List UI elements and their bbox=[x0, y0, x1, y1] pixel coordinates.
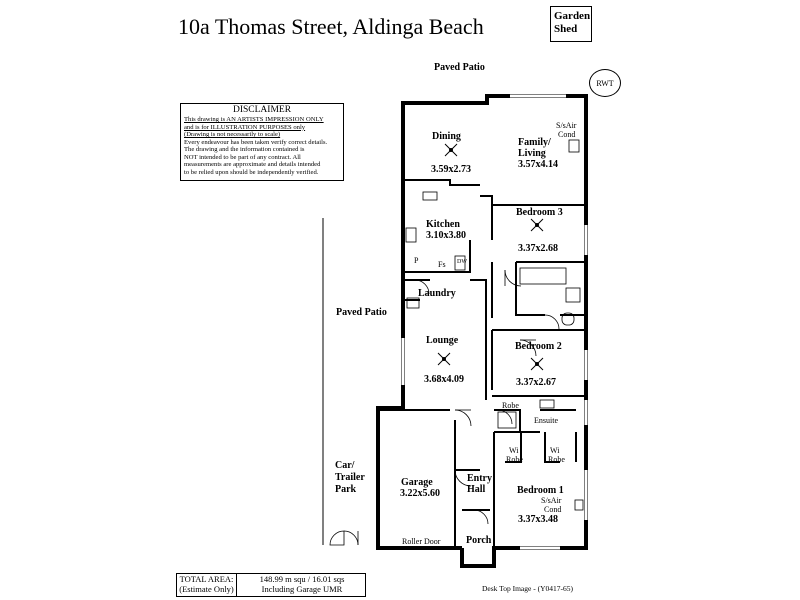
lounge-size: 3.68x4.09 bbox=[424, 374, 464, 385]
roller-door-label: Roller Door bbox=[402, 537, 441, 546]
dining-size: 3.59x2.73 bbox=[431, 164, 471, 175]
family-label-1: Family/ bbox=[518, 137, 551, 148]
wi-robe-left-2: Robe bbox=[506, 455, 523, 464]
bedroom3-size: 3.37x2.68 bbox=[518, 243, 558, 254]
paved-patio-top-label: Paved Patio bbox=[434, 62, 485, 73]
garage-size: 3.22x5.60 bbox=[400, 488, 440, 499]
disclaimer-line3: (Drawing is not necessarily to scale) bbox=[184, 131, 281, 138]
disclaimer-line8: to be relied upon should be independentl… bbox=[184, 168, 319, 176]
car-park-line2: Trailer bbox=[335, 472, 365, 483]
fixtures bbox=[385, 94, 588, 550]
bedroom2-size: 3.37x2.67 bbox=[516, 377, 556, 388]
footer-image-id: Desk Top Image - (Y0417-65) bbox=[482, 584, 573, 593]
laundry-label: Laundry bbox=[418, 288, 456, 299]
aircon-bed1-1: S/sAir bbox=[541, 496, 562, 505]
dining-label: Dining bbox=[432, 131, 461, 142]
bedroom2-label: Bedroom 2 bbox=[515, 341, 562, 352]
porch-label: Porch bbox=[466, 535, 492, 546]
wi-robe-right-2: Robe bbox=[548, 455, 565, 464]
bedroom3-label: Bedroom 3 bbox=[516, 207, 563, 218]
disclaimer-line6: NOT intended to be part of any contract.… bbox=[184, 153, 301, 161]
kitchen-size: 3.10x3.80 bbox=[426, 230, 466, 241]
entry-label-2: Hall bbox=[467, 484, 486, 495]
page-title: 10a Thomas Street, Aldinga Beach bbox=[178, 14, 484, 39]
kitchen-label: Kitchen bbox=[426, 219, 460, 230]
garden-shed-line2: Shed bbox=[554, 23, 578, 35]
total-area-values: 148.99 m squ / 16.01 sqs Including Garag… bbox=[239, 574, 365, 596]
disclaimer-line4: Every endeavour has been taken verify co… bbox=[184, 138, 328, 146]
family-label-2: Living bbox=[518, 148, 546, 159]
ensuite-label: Ensuite bbox=[534, 416, 558, 425]
paved-patio-side-label: Paved Patio bbox=[336, 307, 387, 318]
dishwasher-label: DW bbox=[457, 259, 467, 265]
garden-shed-line1: Garden bbox=[554, 10, 591, 22]
pantry-label: P bbox=[414, 256, 419, 265]
car-trailer-park-label: Car/ Trailer Park bbox=[335, 460, 365, 496]
aircon-top-1: S/sAir bbox=[556, 121, 577, 130]
rainwater-tank: RWT bbox=[589, 69, 621, 97]
car-park-line1: Car/ bbox=[335, 460, 355, 471]
disclaimer-line5: The drawing and the information containe… bbox=[184, 146, 305, 153]
robe-label: Robe bbox=[502, 401, 519, 410]
disclaimer-line7: measurements are approximate and details… bbox=[184, 161, 321, 168]
garage-label: Garage bbox=[401, 477, 433, 488]
car-park-line3: Park bbox=[335, 484, 357, 495]
bedroom1-size: 3.37x3.48 bbox=[518, 514, 558, 525]
entry-label-1: Entry bbox=[467, 473, 492, 484]
wi-robe-right-1: Wi bbox=[550, 446, 560, 455]
wi-robe-left-1: Wi bbox=[509, 446, 519, 455]
total-area-value: 148.99 m squ / 16.01 sqs bbox=[259, 574, 345, 584]
total-area-box: TOTAL AREA: (Estimate Only) 148.99 m squ… bbox=[176, 573, 366, 597]
ceiling-fans bbox=[437, 143, 544, 371]
garden-shed-label: Garden Shed bbox=[550, 6, 592, 42]
lounge-label: Lounge bbox=[426, 335, 459, 346]
total-area-label: TOTAL AREA: bbox=[179, 574, 234, 584]
disclaimer-box: DISCLAIMER This drawing is AN ARTISTS IM… bbox=[180, 103, 344, 181]
family-size: 3.57x4.14 bbox=[518, 159, 558, 170]
aircon-bed1-2: Cond bbox=[544, 505, 562, 514]
total-area-labels: TOTAL AREA: (Estimate Only) bbox=[177, 574, 237, 596]
fridge-label: Fs bbox=[438, 260, 446, 269]
disclaimer-heading: DISCLAIMER bbox=[232, 105, 292, 115]
disclaimer-line1: This drawing is AN ARTISTS IMPRESSION ON… bbox=[184, 116, 324, 123]
aircon-top-2: Cond bbox=[558, 130, 576, 139]
bedroom1-label: Bedroom 1 bbox=[517, 485, 564, 496]
total-area-estimate: (Estimate Only) bbox=[179, 584, 234, 594]
disclaimer-line2: and is for ILLUSTRATION PURPOSES only bbox=[184, 123, 306, 131]
total-area-garage: Including Garage UMR bbox=[261, 584, 343, 594]
doors bbox=[329, 269, 560, 546]
